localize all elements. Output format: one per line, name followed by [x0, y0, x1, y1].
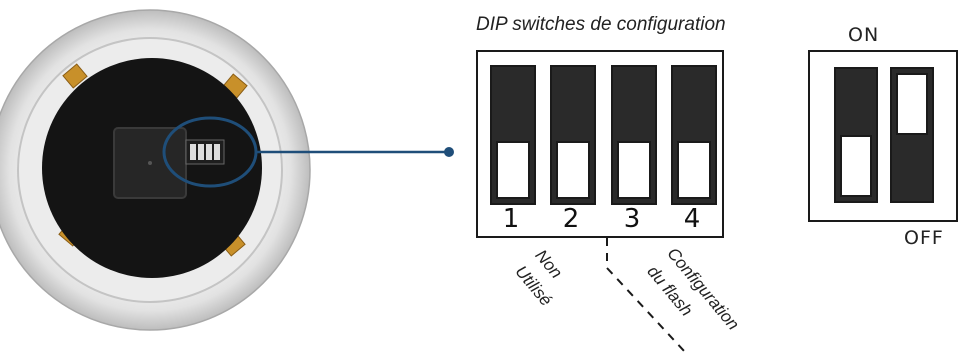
group-divider-dashed: [606, 238, 686, 353]
dip-switch-3: [611, 65, 657, 205]
legend-switch-on: [834, 67, 878, 203]
dip-switch-4: [671, 65, 717, 205]
legend-block: [808, 50, 958, 222]
diagram-title: DIP switches de configuration: [476, 14, 726, 35]
dip-switch-block: 1 2 3 4: [476, 50, 724, 238]
legend-switch-off: [890, 67, 934, 203]
dip-switch-2: [550, 65, 596, 205]
switch-lever: [496, 141, 530, 199]
switch-lever: [840, 135, 872, 197]
switch-lever: [617, 141, 651, 199]
switch-number-4: 4: [683, 204, 701, 234]
dip-switch-1: [490, 65, 536, 205]
switch-number-1: 1: [502, 204, 520, 234]
legend-off-label: OFF: [904, 227, 944, 249]
center-module: [113, 127, 187, 199]
switch-lever: [896, 73, 928, 135]
switch-lever: [677, 141, 711, 199]
dip-switch-miniature: [185, 139, 225, 165]
switch-number-2: 2: [562, 204, 580, 234]
callout-dot: [444, 147, 454, 157]
switch-number-3: 3: [623, 204, 641, 234]
switch-lever: [556, 141, 590, 199]
legend-on-label: ON: [848, 24, 880, 46]
